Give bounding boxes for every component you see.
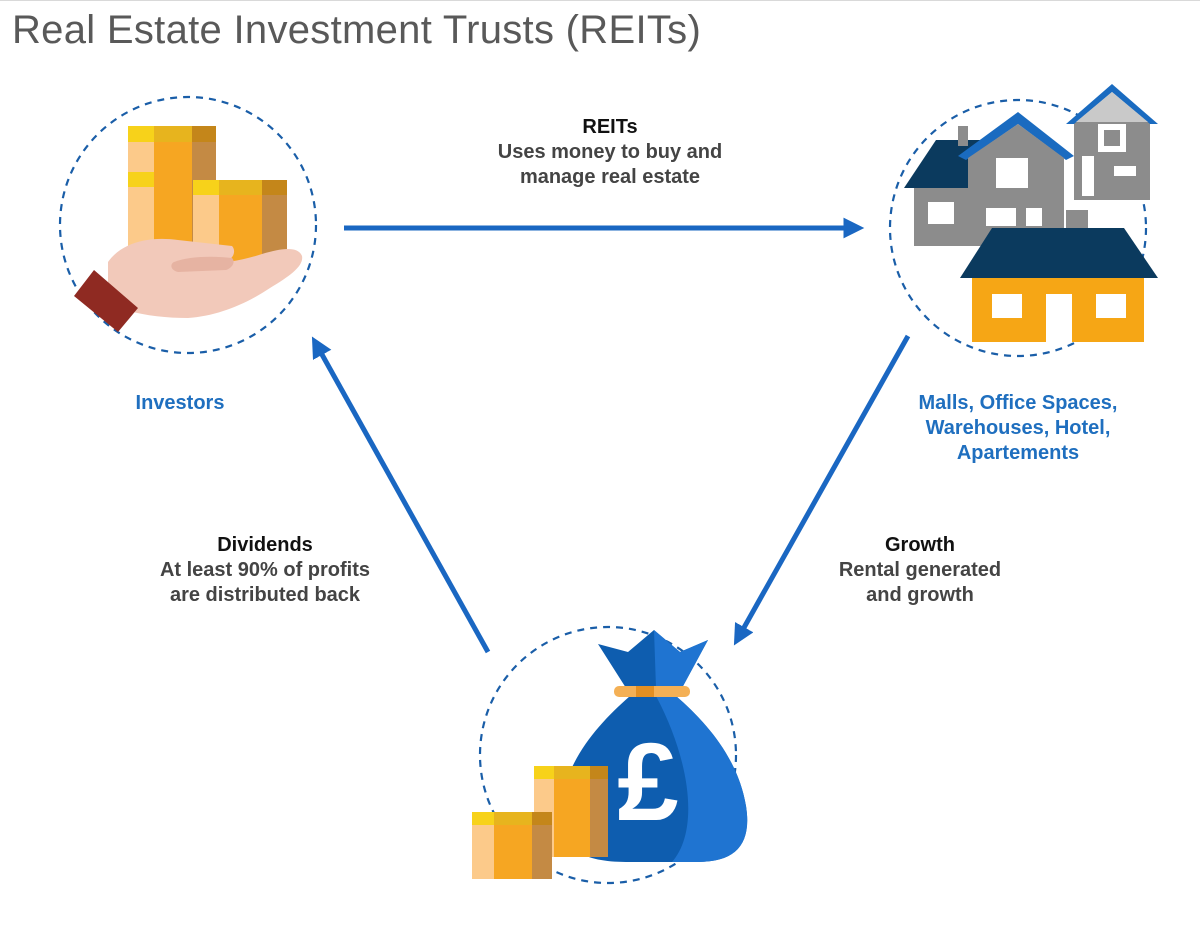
dividends-heading: Dividends <box>217 534 313 556</box>
growth-heading: Growth <box>885 534 955 556</box>
reits-heading: REITs <box>582 116 638 138</box>
reits-description: Uses money to buy and manage real estate <box>497 141 723 188</box>
properties-circle <box>888 98 1148 358</box>
money-circle <box>478 625 738 885</box>
top-divider <box>0 0 1200 1</box>
investors-circle <box>58 95 318 355</box>
properties-caption: Malls, Office Spaces, Warehouses, Hotel,… <box>918 392 1118 464</box>
reits-flow-label: REITs Uses money to buy and manage real … <box>460 115 760 190</box>
growth-description: Rental generated and growth <box>838 559 1002 606</box>
growth-flow-label: Growth Rental generated and growth <box>790 533 1050 608</box>
page-title: Real Estate Investment Trusts (REITs) <box>12 8 702 52</box>
dividends-flow-label: Dividends At least 90% of profits are di… <box>120 533 410 608</box>
houses-icon <box>904 84 1158 342</box>
dividends-description: At least 90% of profits are distributed … <box>159 559 371 606</box>
hand-holding-coins-icon <box>74 126 303 332</box>
growth-arrow <box>733 334 911 646</box>
pound-money-bag-icon: £ <box>472 630 748 879</box>
investors-caption: Investors <box>135 392 225 414</box>
pound-symbol: £ <box>617 721 678 844</box>
dividends-arrow <box>311 336 491 654</box>
